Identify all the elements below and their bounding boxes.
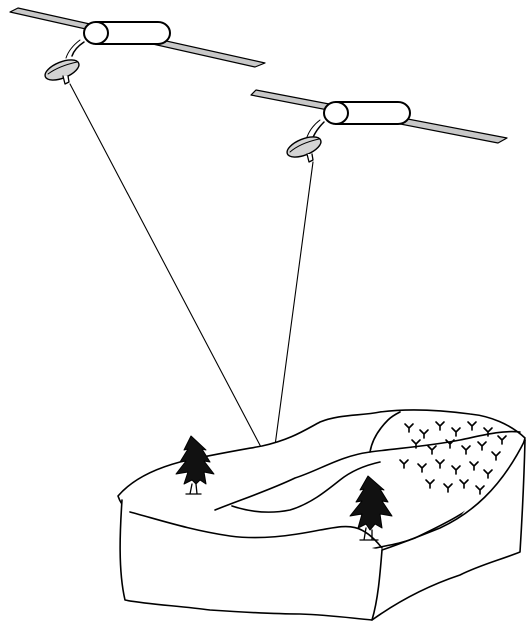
satellite-left-dish [42,56,81,84]
satellite-right-dish [284,133,323,161]
beam-left [70,84,272,468]
satellite-right-icon [251,90,507,162]
satellite-left-icon [10,8,265,84]
terrain-block-icon [118,410,525,620]
beam-right [272,162,313,468]
